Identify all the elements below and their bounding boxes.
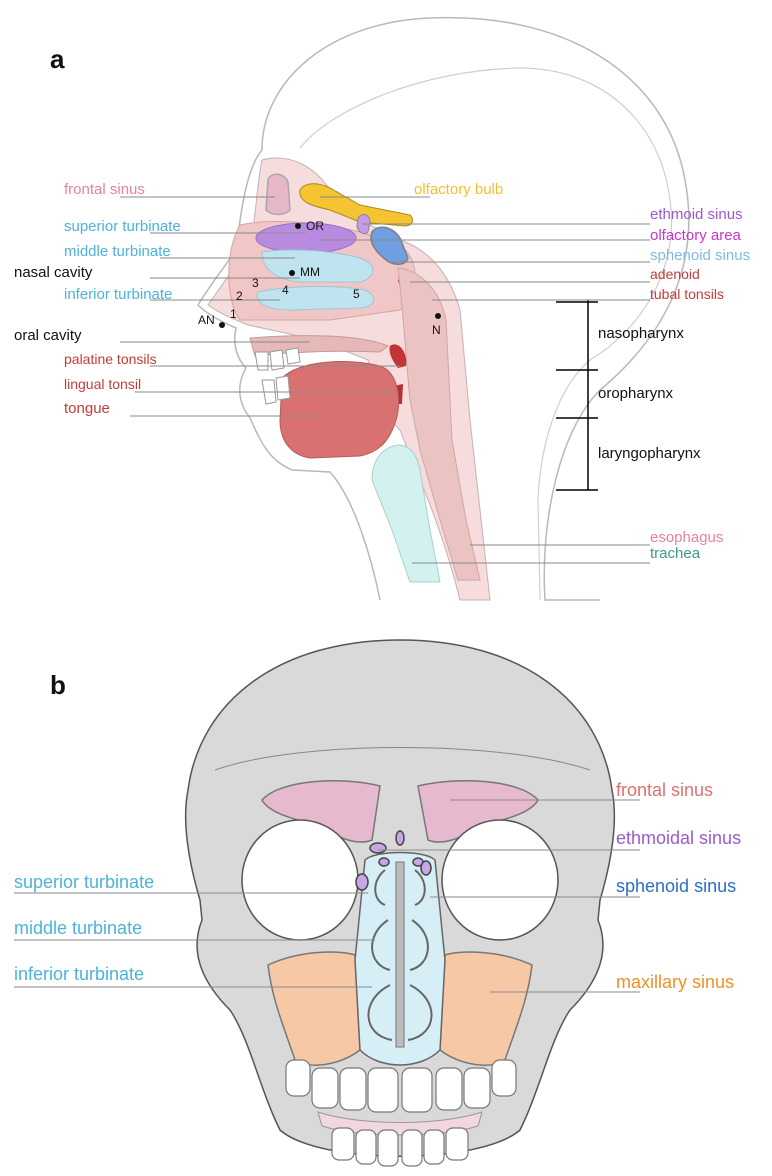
label-b-inferior-turbinate: inferior turbinate xyxy=(14,964,144,984)
label-a-olfactory-bulb: olfactory bulb xyxy=(414,181,503,198)
point-4: 4 xyxy=(282,283,289,297)
panel-b-letter: b xyxy=(50,670,66,700)
point-2: 2 xyxy=(236,289,243,303)
label-a-laryngopharynx: laryngopharynx xyxy=(598,445,701,462)
nasal-septum xyxy=(396,862,404,1047)
frontal-sinus-a xyxy=(266,174,290,214)
label-b-ethmoidal-sinus: ethmoidal sinus xyxy=(616,828,741,848)
point-5: 5 xyxy=(353,287,360,301)
orbit-right xyxy=(442,820,558,940)
label-a-nasal-cavity: nasal cavity xyxy=(14,264,93,281)
label-b-middle-turbinate: middle turbinate xyxy=(14,918,142,938)
label-b-frontal-sinus: frontal sinus xyxy=(616,780,713,800)
label-a-palatine-tonsils: palatine tonsils xyxy=(64,351,157,367)
label-a-middle-turbinate: middle turbinate xyxy=(64,243,171,260)
label-a-oropharynx: oropharynx xyxy=(598,385,674,402)
point-an: AN xyxy=(198,313,215,327)
label-a-tongue: tongue xyxy=(64,400,110,417)
label-a-superior-turbinate: superior turbinate xyxy=(64,218,181,235)
label-b-maxillary-sinus: maxillary sinus xyxy=(616,972,734,992)
point-or: OR xyxy=(306,219,324,233)
label-a-sphenoid-sinus: sphenoid sinus xyxy=(650,247,750,264)
label-a-ethmoid-sinus: ethmoid sinus xyxy=(650,206,743,223)
point-3: 3 xyxy=(252,276,259,290)
point-mm: MM xyxy=(300,265,320,279)
label-a-esophagus: esophagus xyxy=(650,529,723,546)
point-1: 1 xyxy=(230,307,237,321)
point-n: N xyxy=(432,323,441,337)
label-a-inferior-turbinate: inferior turbinate xyxy=(64,286,172,303)
label-a-lingual-tonsil: lingual tonsil xyxy=(64,376,141,392)
label-a-trachea: trachea xyxy=(650,545,701,562)
label-b-superior-turbinate: superior turbinate xyxy=(14,872,154,892)
orbit-left xyxy=(242,820,358,940)
label-a-tubal-tonsils: tubal tonsils xyxy=(650,286,724,302)
label-a-nasopharynx: nasopharynx xyxy=(598,325,684,342)
label-a-adenoid: adenoid xyxy=(650,266,700,282)
label-b-sphenoid-sinus: sphenoid sinus xyxy=(616,876,736,896)
panel-a-letter: a xyxy=(50,44,65,74)
pharynx-bracket xyxy=(556,300,598,490)
label-a-frontal-sinus: frontal sinus xyxy=(64,181,145,198)
label-a-olfactory-area: olfactory area xyxy=(650,227,742,244)
tongue-shape xyxy=(280,362,399,458)
label-a-oral-cavity: oral cavity xyxy=(14,327,82,344)
